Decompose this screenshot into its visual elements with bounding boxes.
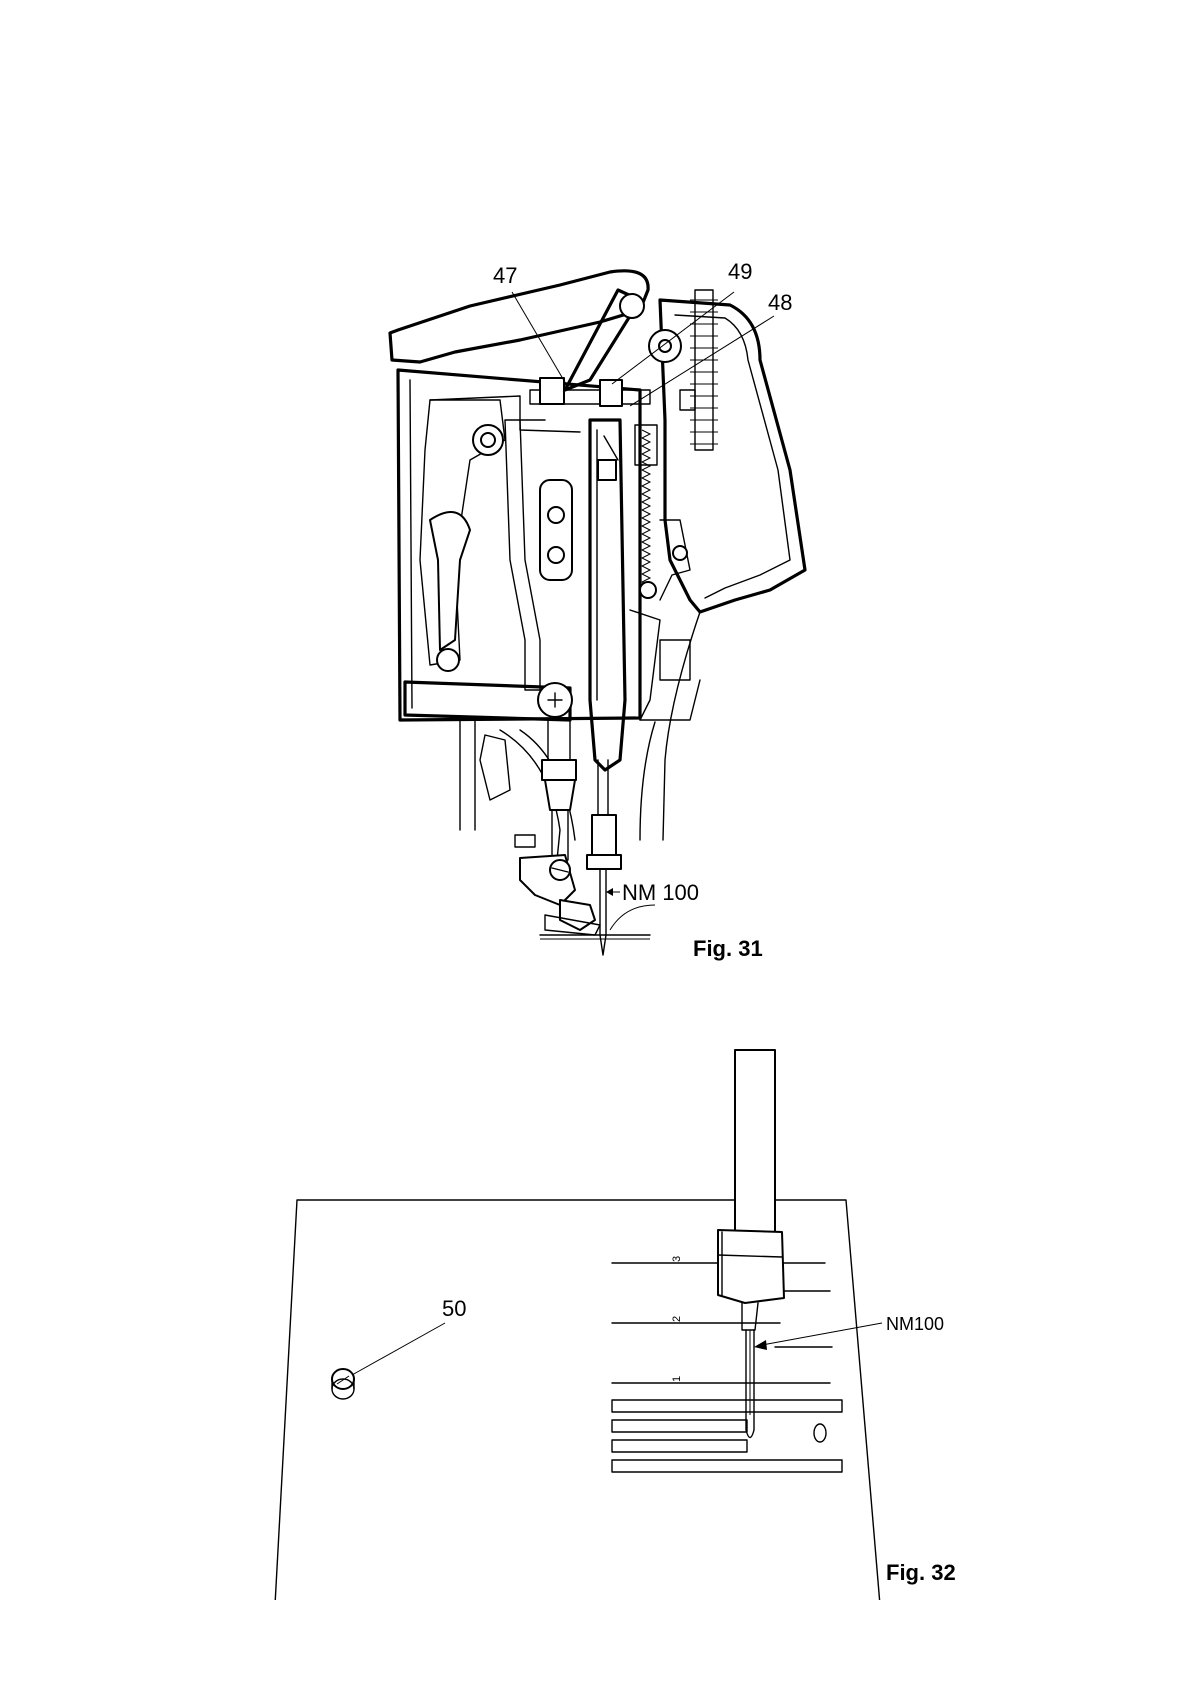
figure-31: 47 49 48 NM 100 Fig. 31 — [0, 0, 1190, 1000]
screw-icon — [332, 1369, 354, 1399]
callout-47: 47 — [493, 263, 517, 288]
leader-line-47 — [512, 292, 566, 384]
figure-32: 3 2 1 50 NM100 Fig. 32 — [0, 1000, 1190, 1600]
figure-caption: Fig. 32 — [886, 1560, 956, 1585]
sewing-machine-head-illustration — [390, 271, 805, 955]
leader-line-50 — [352, 1323, 445, 1375]
callout-needle-nm100: NM 100 — [622, 880, 699, 905]
callout-50: 50 — [442, 1296, 466, 1321]
leader-line-48 — [630, 316, 774, 406]
figure-caption: Fig. 31 — [693, 936, 763, 961]
callout-49: 49 — [728, 259, 752, 284]
arrow-nm100 — [754, 1323, 882, 1350]
arrow-nm100 — [606, 888, 620, 896]
plate-mark-2: 2 — [671, 1316, 683, 1322]
callout-48: 48 — [768, 290, 792, 315]
plate-mark-3: 3 — [671, 1256, 683, 1262]
callout-needle-nm100: NM100 — [886, 1314, 944, 1334]
plate-mark-1: 1 — [671, 1376, 683, 1382]
needle-plate-illustration: 3 2 1 — [275, 1050, 880, 1600]
